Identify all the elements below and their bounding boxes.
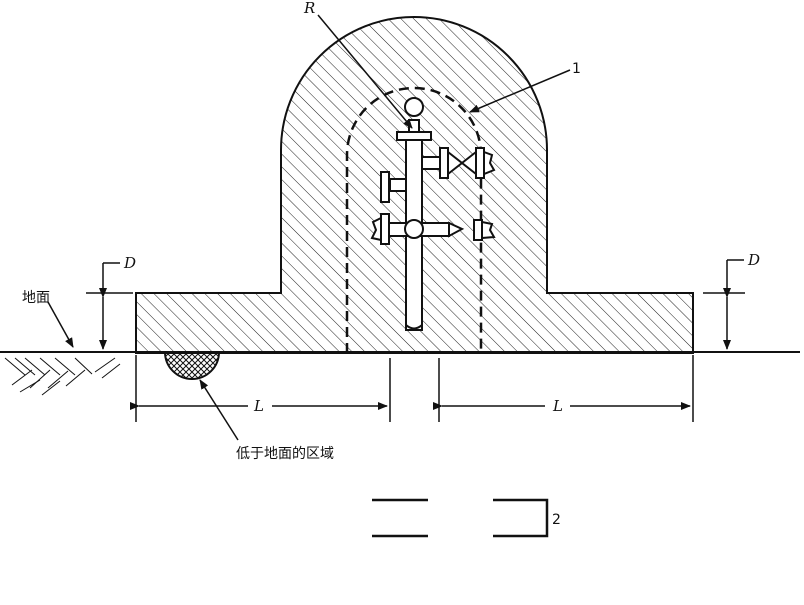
wellhead-equipment [370, 97, 496, 331]
height-right-label: D [747, 251, 760, 269]
legend-item-number: 2 [552, 512, 561, 528]
below-ground-callout: 低于地面的区域 [236, 446, 334, 462]
legend-dashed-sample [372, 498, 428, 538]
soil-hatch [4, 357, 121, 396]
below-ground-area [163, 351, 221, 380]
ground-callout: 地面 [22, 290, 50, 306]
inner-zone-dashed [345, 86, 483, 353]
height-left-label: D [123, 254, 136, 272]
item-number-top: 1 [572, 61, 581, 77]
legend-bracket-sample [493, 498, 549, 538]
length-left-label: L [253, 397, 264, 415]
length-right-label: L [552, 397, 563, 415]
radius-label: R [303, 0, 315, 17]
